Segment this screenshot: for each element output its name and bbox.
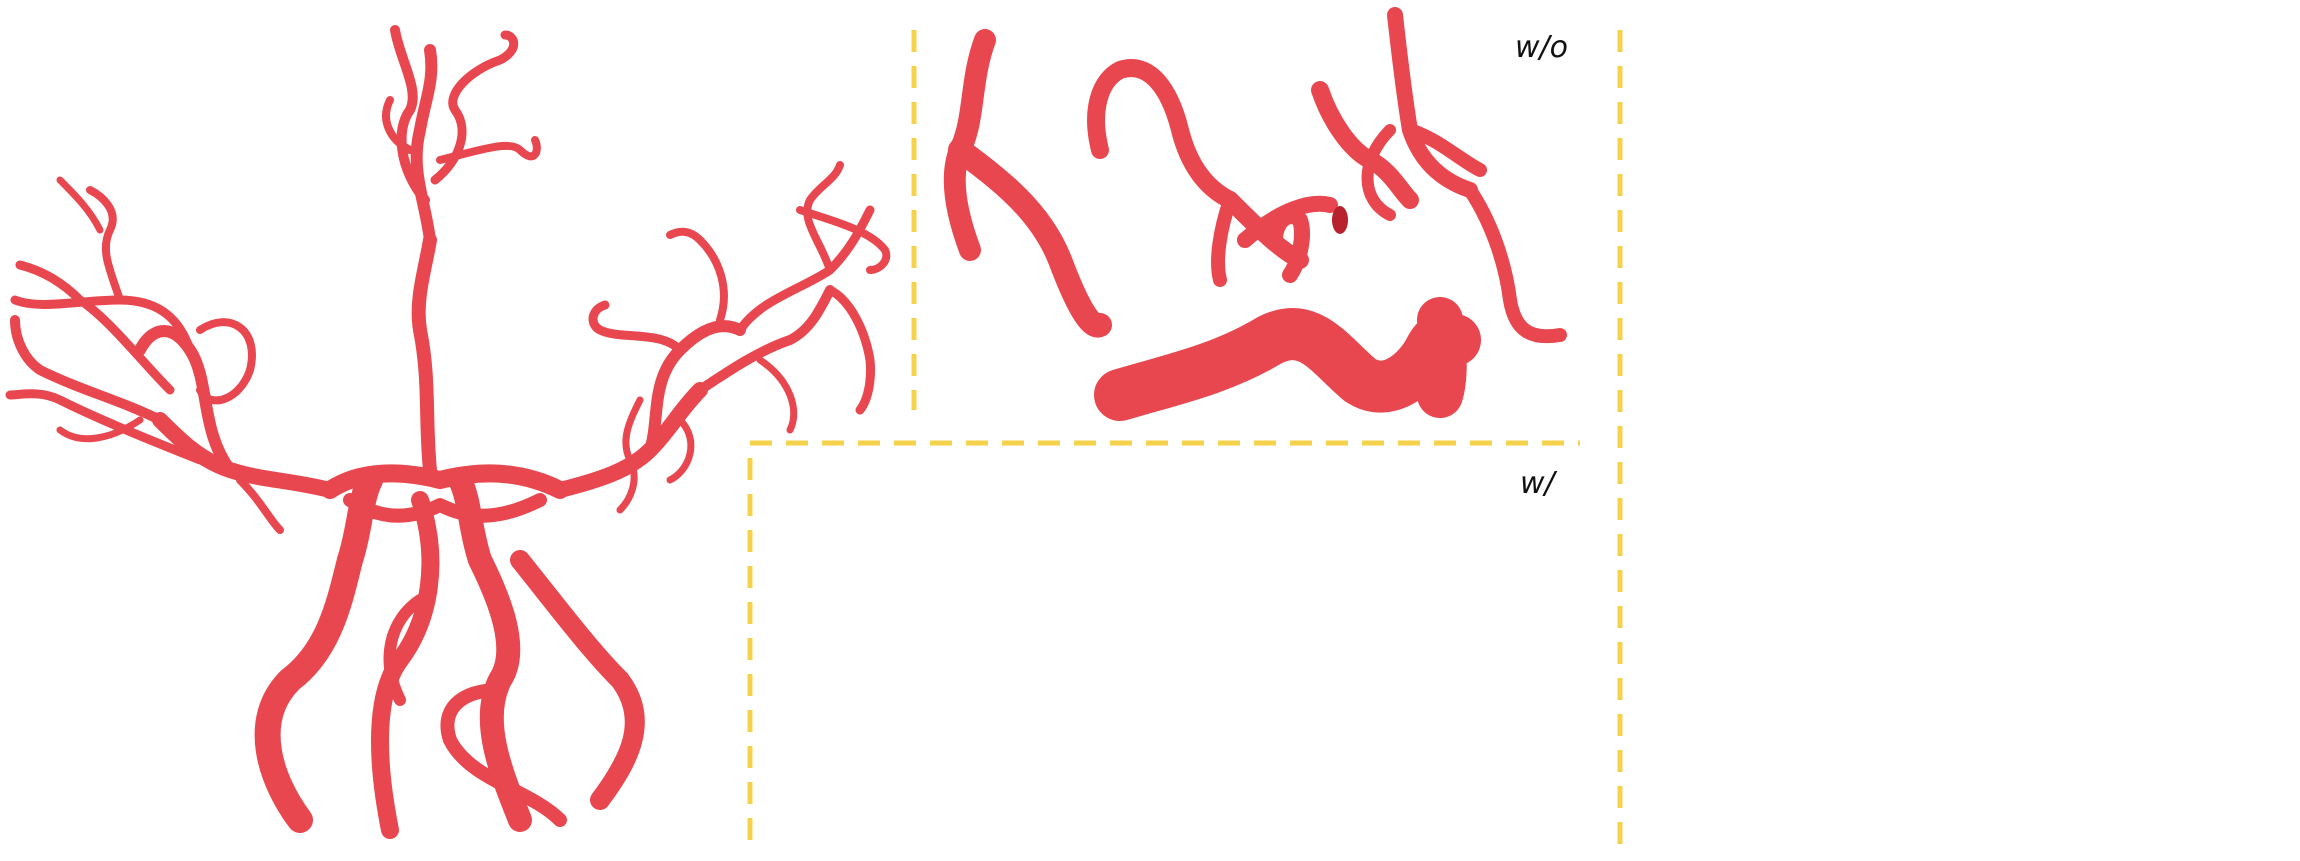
full-vessel-tree <box>5 25 891 839</box>
label-with: w/ <box>1520 466 1555 501</box>
panel-without-segments <box>943 7 1567 421</box>
label-without: w/o <box>1515 30 1568 65</box>
panel-dividers <box>747 30 1623 850</box>
